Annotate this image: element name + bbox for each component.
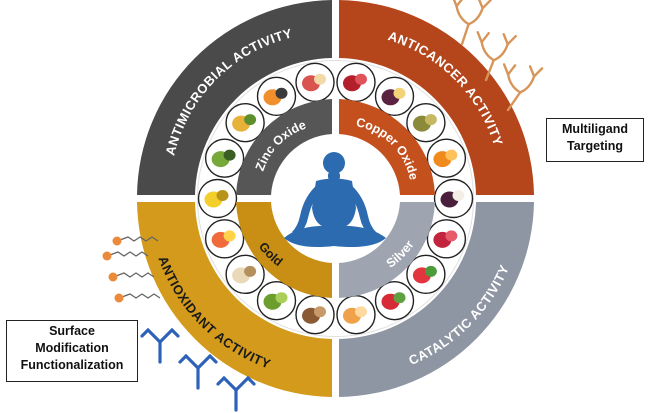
banana-icon bbox=[197, 178, 238, 219]
apricot-icon bbox=[336, 295, 376, 335]
outer-ring bbox=[137, 0, 534, 397]
meditation-figure-icon bbox=[284, 152, 386, 247]
ligand-antenna-icons bbox=[452, 0, 544, 112]
pineapple-icon bbox=[225, 102, 265, 143]
inner-ring bbox=[236, 99, 435, 298]
surface-modification-callout: Surface Modification Functionalization bbox=[6, 320, 138, 382]
orange-icon bbox=[426, 138, 467, 178]
antioxidant-segment bbox=[137, 202, 332, 397]
surface-chain-icons bbox=[102, 236, 161, 303]
zinc-oxide-segment bbox=[236, 99, 332, 195]
papaya-icon bbox=[256, 76, 297, 117]
callout-line: Functionalization bbox=[20, 357, 124, 372]
apple-icon bbox=[295, 62, 335, 102]
callout-line: Multiligand bbox=[562, 122, 628, 136]
fruit-circles bbox=[197, 62, 474, 335]
catalytic-segment bbox=[339, 202, 534, 397]
grapes-icon bbox=[256, 280, 297, 321]
nuts-icon bbox=[295, 295, 335, 335]
callout-line: Modification bbox=[35, 340, 109, 355]
plum-icon bbox=[374, 76, 415, 117]
raspberries-icon bbox=[426, 219, 467, 259]
pomegranate-icon bbox=[336, 62, 376, 102]
watermelon-icon bbox=[406, 254, 446, 295]
copper-oxide-segment bbox=[339, 99, 435, 195]
multiligand-targeting-callout: Multiligand Targeting bbox=[546, 118, 644, 162]
callout-line: Targeting bbox=[566, 138, 624, 153]
grapefruit-icon bbox=[204, 219, 245, 259]
anticancer-segment bbox=[339, 0, 534, 195]
strawberries-icon bbox=[374, 280, 415, 321]
green-grapes-icon bbox=[204, 138, 245, 178]
gold-segment bbox=[236, 202, 332, 298]
silver-segment bbox=[339, 202, 435, 298]
garlic-icon bbox=[225, 254, 265, 295]
antibody-icons bbox=[140, 328, 256, 412]
antimicrobial-segment bbox=[137, 0, 332, 195]
fennel-seeds-icon bbox=[406, 102, 446, 143]
mangosteen-icon bbox=[433, 178, 474, 219]
callout-line: Surface bbox=[49, 324, 95, 338]
